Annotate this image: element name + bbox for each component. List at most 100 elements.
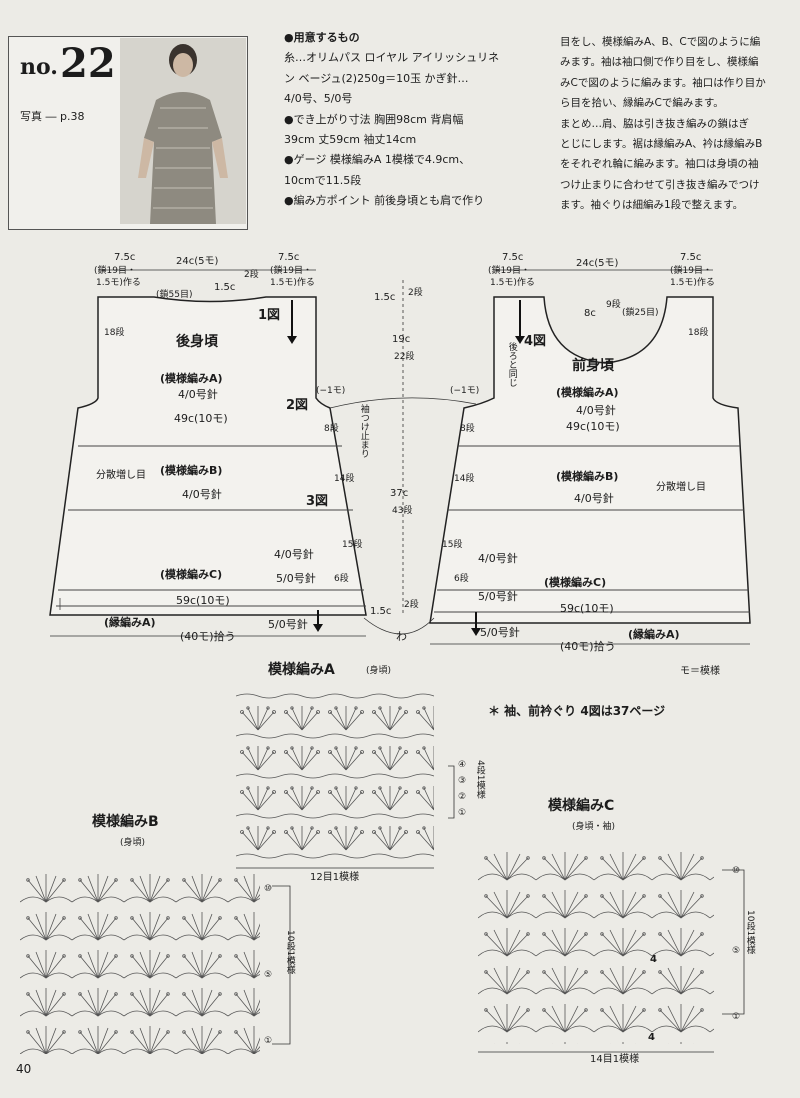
instruction-line: ます。袖ぐりは細編み1段で整えます。: [560, 199, 744, 212]
back-armhole-rows: 18段: [104, 328, 125, 338]
chart-c-mark-1: 4: [650, 954, 657, 965]
chart-b-title: 模様編みB: [92, 814, 159, 830]
front-top-mid-dim: 24c(5モ): [576, 258, 619, 269]
front-body-outline: [429, 296, 751, 624]
front-needle-2: 4/0号針: [574, 492, 614, 505]
back-rows-14: 14段: [334, 474, 355, 484]
center-sleeve-label: 袖つけ止まり: [358, 404, 369, 458]
front-neck-depth: 8c: [584, 308, 596, 319]
chart-b-row1: ①: [264, 1036, 273, 1046]
center-body-c: 37c: [390, 488, 409, 499]
center-bottom-c: 1.5c: [370, 606, 392, 617]
back-pattern-c: (模様編みC): [160, 568, 223, 581]
instruction-line: みCで図のように編みます。袖口は作り目か: [560, 76, 766, 89]
chart-a-row4: ④: [458, 760, 467, 770]
chart-a-repeat-h: 12目1模様: [310, 872, 360, 883]
front-needle-3: 4/0号針: [478, 552, 518, 565]
center-bottom-rows: 2段: [404, 600, 419, 610]
front-needle-1: 4/0号針: [576, 404, 616, 417]
front-fig4: 4図: [524, 334, 547, 349]
chart-a-grid: [236, 692, 434, 862]
instruction-line: ら目を拾い、縁編みCで編みます。: [560, 97, 724, 110]
center-top-rows: 2段: [408, 288, 423, 298]
chart-a-sub: (身頃): [366, 666, 392, 676]
back-width-59: 59c(10モ): [176, 594, 230, 607]
back-edge: (縁編みA): [104, 616, 156, 629]
front-needle-4: 5/0号針: [478, 590, 518, 603]
materials-line: 4/0号、5/0号: [284, 92, 353, 106]
front-rows-14: 14段: [454, 474, 475, 484]
back-neck-depth: 1.5c: [214, 282, 236, 293]
front-chain-left-2: 1.5モ)作る: [490, 278, 535, 288]
front-chain-right: (鎖19目・: [670, 266, 712, 276]
back-chain-right-2: 1.5モ)作る: [270, 278, 315, 288]
materials-line: ン ベージュ(2)250g＝10玉 かぎ針…: [284, 71, 469, 85]
back-pickup: (40モ)拾う: [180, 630, 236, 643]
front-rows-6: 6段: [454, 574, 469, 584]
front-pickup: (40モ)拾う: [560, 640, 616, 653]
chart-b-row5: ⑤: [264, 970, 273, 980]
back-rows-15: 15段: [342, 540, 363, 550]
front-pattern-c: (模様編みC): [544, 576, 607, 589]
front-needle-5: 5/0号針: [480, 626, 520, 639]
chart-c-repeat-v: 10段1模様: [744, 910, 755, 955]
front-rows-15: 15段: [442, 540, 463, 550]
chart-c-row10: ⑩: [732, 866, 741, 876]
front-pattern-b: (模様編みB): [556, 470, 619, 483]
back-fig3: 3図: [306, 494, 329, 509]
instruction-line: をそれぞれ輪に編みます。袖口は身頃の袖: [560, 158, 759, 171]
materials-text: ●用意するもの 糸…オリムパス ロイヤル アイリッシュリネ ン ベージュ(2)2…: [284, 28, 499, 212]
materials-line: ●でき上がり寸法 胸囲98cm 背肩幅: [284, 112, 464, 126]
center-armhole-rows: 22段: [394, 352, 415, 362]
legend-mo: モ＝模様: [680, 666, 720, 677]
materials-line: ●用意するもの: [284, 31, 360, 44]
back-body-outline: [49, 296, 367, 616]
chart-a-row2: ②: [458, 792, 467, 802]
back-decrease: (−1モ): [316, 386, 346, 396]
front-armhole-rows: 18段: [688, 328, 709, 338]
chart-c-title: 模様編みC: [548, 798, 615, 814]
pattern-number-label: no.: [20, 54, 58, 80]
front-edge: (縁編みA): [628, 628, 680, 641]
center-top-c: 1.5c: [374, 292, 396, 303]
back-needle-1: 4/0号針: [178, 388, 218, 401]
page-number: 40: [16, 1062, 32, 1076]
back-top-mid-dim: 24c(5モ): [176, 256, 219, 267]
back-title: 後身頃: [176, 334, 218, 350]
materials-line: ●ゲージ 模様編みA 1模様で4.9cm、: [284, 153, 471, 167]
chart-a-row3: ③: [458, 776, 467, 786]
back-fig2: 2図: [286, 398, 309, 413]
chart-c-repeat-h: 14目1模様: [590, 1054, 640, 1065]
chart-b-grid: [20, 866, 260, 1054]
back-top-right-dim: 7.5c: [278, 252, 300, 263]
front-width-49: 49c(10モ): [566, 420, 620, 433]
back-needle-5: 5/0号針: [268, 618, 308, 631]
back-neck-chain: (鎖55目): [156, 290, 193, 300]
instruction-line: 目をし、模様編みA、B、Cで図のように編: [560, 36, 761, 48]
back-chain-right: (鎖19目・: [270, 266, 312, 276]
back-neck-rows: 2段: [244, 270, 259, 280]
front-pattern-a: (模様編みA): [556, 386, 619, 399]
back-increase-label: 分散増し目: [96, 470, 146, 481]
chart-b-row10: ⑩: [264, 884, 273, 894]
front-same-as-back: 後ろと同じ: [506, 342, 517, 387]
front-increase-label: 分散増し目: [656, 482, 706, 493]
back-top-left-dim: 7.5c: [114, 252, 136, 263]
center-wa: わ: [396, 630, 407, 643]
front-top-right-dim: 7.5c: [680, 252, 702, 263]
front-decrease: (−1モ): [450, 386, 480, 396]
front-chain-left: (鎖19目・: [488, 266, 530, 276]
front-neck-rows: 9段: [606, 300, 621, 310]
front-neck-chain: (鎖25目): [622, 308, 659, 318]
instruction-line: まとめ…肩、脇は引き抜き編みの鎖はぎ: [560, 117, 749, 130]
chart-b-sub: (身頃): [120, 838, 146, 848]
back-fig1: 1図: [258, 308, 281, 323]
back-chain-left: (鎖19目・: [94, 266, 136, 276]
model-photo: [120, 38, 246, 224]
chart-c-grid: [478, 846, 714, 1044]
back-chain-left-2: 1.5モ)作る: [96, 278, 141, 288]
back-needle-4: 5/0号針: [276, 572, 316, 585]
chart-a-repeat-v: 4段1模様: [474, 760, 485, 799]
